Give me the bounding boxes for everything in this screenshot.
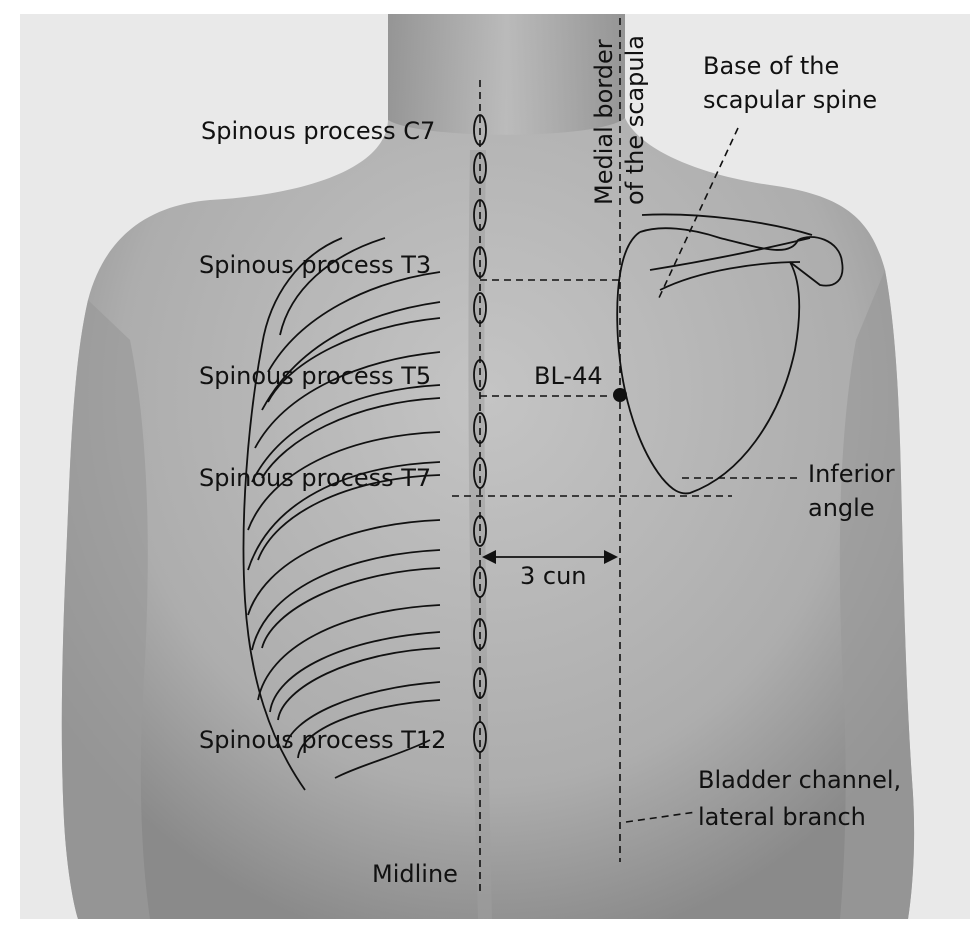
label-medial-border-line2: of the scapula [621,35,649,205]
label-medial-border: Medial border of the scapula [590,35,649,205]
label-base-spine-line2: scapular spine [703,86,877,114]
label-base-spine-line1: Base of the [703,52,839,80]
torso-silhouette [61,14,915,919]
label-bladder-line2: lateral branch [698,803,866,831]
label-spinous-t3: Spinous process T3 [199,251,431,279]
label-medial-border-line1: Medial border [590,39,618,205]
label-bladder-line1: Bladder channel, [698,766,901,794]
rib-cage [242,237,441,791]
label-spinous-t5: Spinous process T5 [199,362,431,390]
bl44-point [613,388,627,402]
base-spine-leader [657,127,739,301]
label-spinous-t12: Spinous process T12 [199,726,446,754]
label-inferior-line2: angle [808,494,875,522]
label-spinous-c7: Spinous process C7 [201,117,435,145]
three-cun-arrow [482,550,618,564]
label-three-cun: 3 cun [520,562,587,590]
label-spinous-t7: Spinous process T7 [199,464,431,492]
label-inferior-line1: Inferior [808,460,895,488]
label-midline: Midline [372,860,458,888]
label-bl44: BL-44 [534,362,603,390]
